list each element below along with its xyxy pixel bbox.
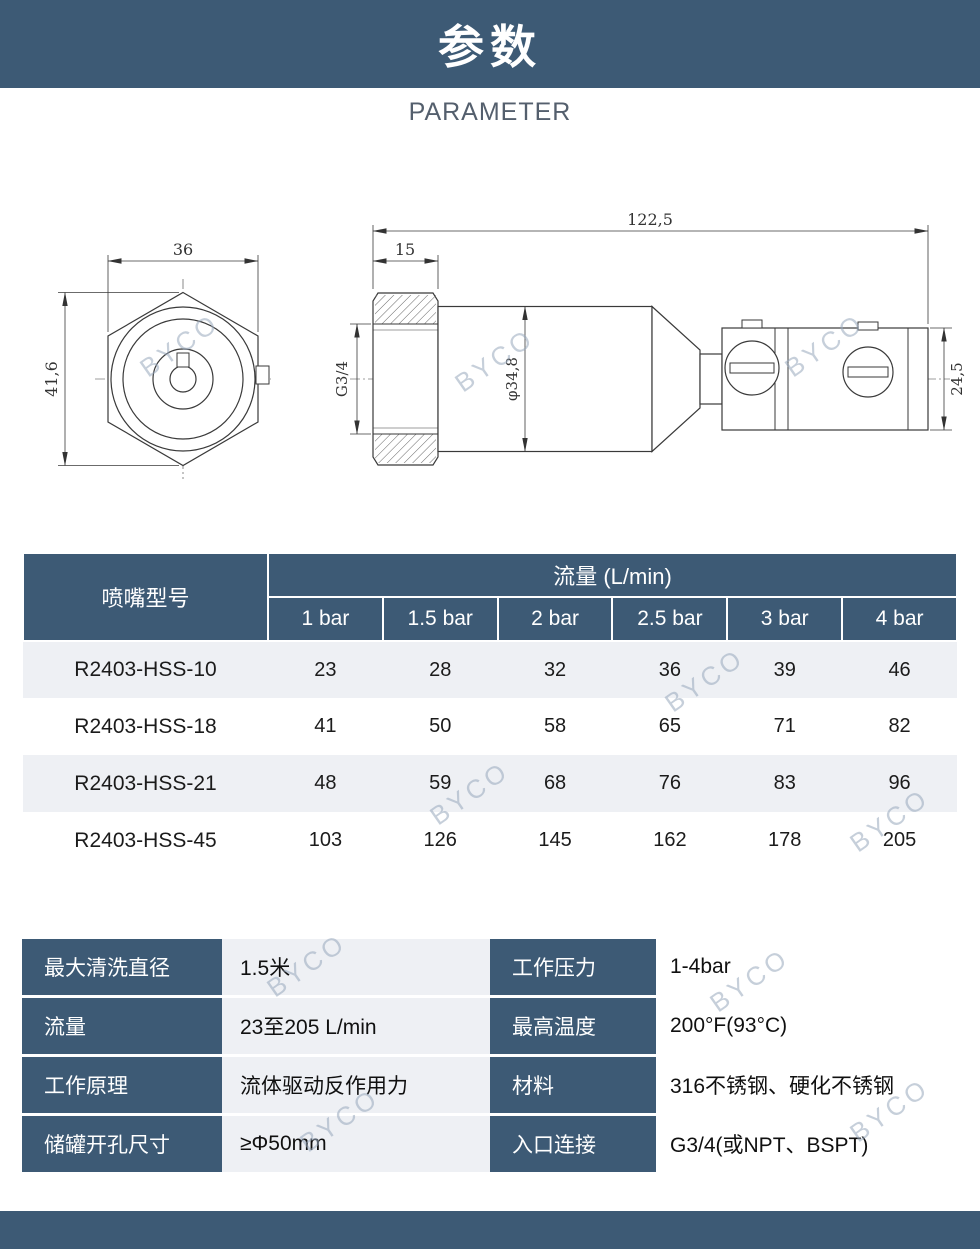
hex-length-dimension [372, 255, 439, 289]
flow-value-cell: 58 [543, 715, 567, 737]
flow-value-cell: 68 [543, 772, 567, 794]
nozzle-stem-2 [857, 321, 879, 331]
spec-value: ≥Φ50mm [222, 1116, 490, 1172]
flow-value-cell: 32 [543, 658, 567, 681]
dim-body-diameter-label: φ34,8 [503, 357, 521, 401]
flow-unit-header: 流量 (L/min) [267, 552, 958, 598]
flow-value-cell: 65 [658, 715, 682, 737]
dim-thread-label: G3/4 [333, 361, 351, 397]
orifice-slot [176, 352, 190, 368]
page-title: 参数 [438, 21, 542, 73]
hatch-top [375, 295, 436, 324]
spec-value: 流体驱动反作用力 [222, 1057, 490, 1113]
spec-label: 工作压力 [490, 939, 656, 995]
spec-value: G3/4(或NPT、BSPT) [656, 1116, 958, 1172]
spec-label: 入口连接 [490, 1116, 656, 1172]
nut-outer-circle [110, 306, 256, 452]
body-cylinder [437, 305, 653, 453]
side-view-drawing: 122,5 15 G3/4 φ34,8 24,5 [333, 210, 966, 466]
spec-label: 最大清洗直径 [22, 939, 222, 995]
spec-label: 储罐开孔尺寸 [22, 1116, 222, 1172]
side-tab [255, 365, 270, 385]
spec-value: 1-4bar [656, 939, 958, 995]
flow-value-cell: 96 [888, 772, 911, 794]
dim-front-height-label: 41,6 [42, 361, 61, 397]
flow-value-cell: 41 [314, 715, 337, 737]
nut-inner-circle [122, 318, 244, 440]
spec-value: 23至205 L/min [222, 998, 490, 1054]
spec-value: 1.5米 [222, 939, 490, 995]
pressure-header: 3 bar [726, 596, 844, 642]
model-cell: R2403-HSS-10 [74, 658, 217, 681]
flow-value-cell: 46 [888, 658, 911, 681]
flow-value-cell: 162 [653, 829, 687, 851]
front-width-dimension [107, 255, 259, 332]
flow-table-header-row-1: 喷嘴型号 流量 (L/min) [22, 552, 958, 642]
hatch-bottom [375, 434, 436, 463]
spec-value: 200°F(93°C) [656, 998, 958, 1054]
front-height-dimension [58, 292, 179, 466]
flow-value-cell: 178 [768, 829, 802, 851]
front-view-drawing: 36 41,6 [42, 240, 271, 479]
page-subtitle: PARAMETER [408, 98, 572, 126]
flow-value-cell: 126 [423, 829, 457, 851]
model-cell: R2403-HSS-18 [74, 714, 217, 738]
nozzle-slot-2 [847, 366, 889, 378]
dim-front-width-label: 36 [173, 240, 193, 259]
technical-drawing: 36 41,6 [42, 210, 966, 479]
flow-value-cell: 82 [888, 715, 911, 737]
flow-value-cell: 205 [882, 829, 917, 851]
spec-value: 316不锈钢、硬化不锈钢 [656, 1057, 958, 1113]
overall-length-dimension [372, 225, 929, 324]
flow-value-cell: 23 [314, 658, 337, 681]
table-row: R2403-HSS-18 41 50 58 65 71 82 [23, 698, 957, 755]
flow-value-cell: 59 [429, 772, 452, 794]
flow-value-cell: 36 [658, 658, 682, 681]
table-row: R2403-HSS-10 23 28 32 36 39 46 [23, 641, 957, 698]
flow-value-cell: 145 [538, 829, 572, 851]
flow-table: 喷嘴型号 流量 (L/min) 1 bar 1.5 bar 2 bar 2.5 … [22, 552, 958, 869]
thread-dimension [350, 323, 371, 435]
spec-label: 材料 [490, 1057, 656, 1113]
pressure-header: 4 bar [841, 596, 958, 642]
hex-nut-outline [107, 291, 259, 467]
flow-value-cell: 28 [429, 658, 452, 681]
pressure-header: 1.5 bar [381, 596, 499, 642]
model-cell: R2403-HSS-45 [74, 828, 217, 852]
flow-value-cell: 76 [658, 772, 682, 794]
header-banner: 参数 [0, 0, 980, 88]
dim-rotor-diameter-label: 24,5 [948, 362, 966, 395]
neck [699, 353, 723, 405]
footer-bar [0, 1211, 980, 1249]
flow-table-header-row-2: 1 bar 1.5 bar 2 bar 2.5 bar 3 bar 4 bar [23, 596, 958, 642]
orifice-circle [152, 348, 214, 410]
flow-value-cell: 71 [773, 715, 796, 737]
spec-label: 流量 [22, 998, 222, 1054]
spec-label: 工作原理 [22, 1057, 222, 1113]
pressure-header: 2.5 bar [611, 596, 729, 642]
dim-hex-length-label: 15 [395, 240, 415, 259]
flow-value-cell: 83 [773, 772, 796, 794]
nozzle-stem-1 [741, 319, 763, 329]
table-row: R2403-HSS-45 103 126 145 162 178 205 [23, 812, 957, 869]
nozzle-slot-1 [729, 362, 775, 374]
flow-value-cell: 50 [429, 715, 452, 737]
spec-label: 最高温度 [490, 998, 656, 1054]
pressure-header: 1 bar [267, 596, 384, 642]
flow-value-cell: 103 [308, 829, 343, 851]
model-cell: R2403-HSS-21 [74, 771, 217, 795]
spec-table: 最大清洗直径 1.5米 工作压力 1-4bar 流量 23至205 L/min … [22, 939, 958, 1172]
rotor-diameter-dimension [930, 327, 952, 431]
pressure-header: 2 bar [496, 596, 614, 642]
flow-value-cell: 39 [773, 658, 796, 681]
flow-value-cell: 48 [314, 772, 337, 794]
model-column-header: 喷嘴型号 [22, 552, 269, 642]
dim-overall-length-label: 122,5 [627, 210, 673, 229]
taper-section [651, 305, 701, 453]
table-row: R2403-HSS-21 48 59 68 76 83 96 [23, 755, 957, 812]
